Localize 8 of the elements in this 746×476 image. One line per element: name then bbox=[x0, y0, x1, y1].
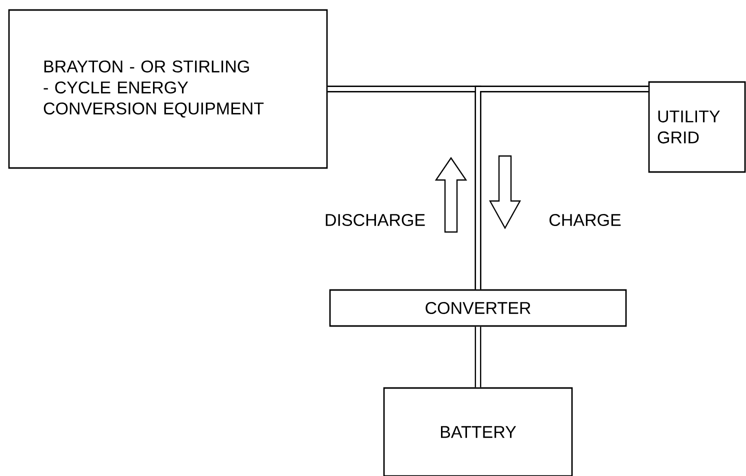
flow-label: DISCHARGE bbox=[326, 214, 425, 226]
converter-box: CONVERTER bbox=[329, 289, 627, 327]
connector-line bbox=[474, 86, 648, 290]
connector-line bbox=[474, 326, 482, 388]
battery-box: BATTERY bbox=[383, 387, 573, 476]
grid-box: UTILITY GRID bbox=[648, 81, 746, 173]
flow-label: CHARGE bbox=[550, 214, 621, 226]
equipment-box: BRAYTON - OR STIRLING - CYCLE ENERGY CONVERSION EQUIPMENT bbox=[8, 9, 328, 169]
